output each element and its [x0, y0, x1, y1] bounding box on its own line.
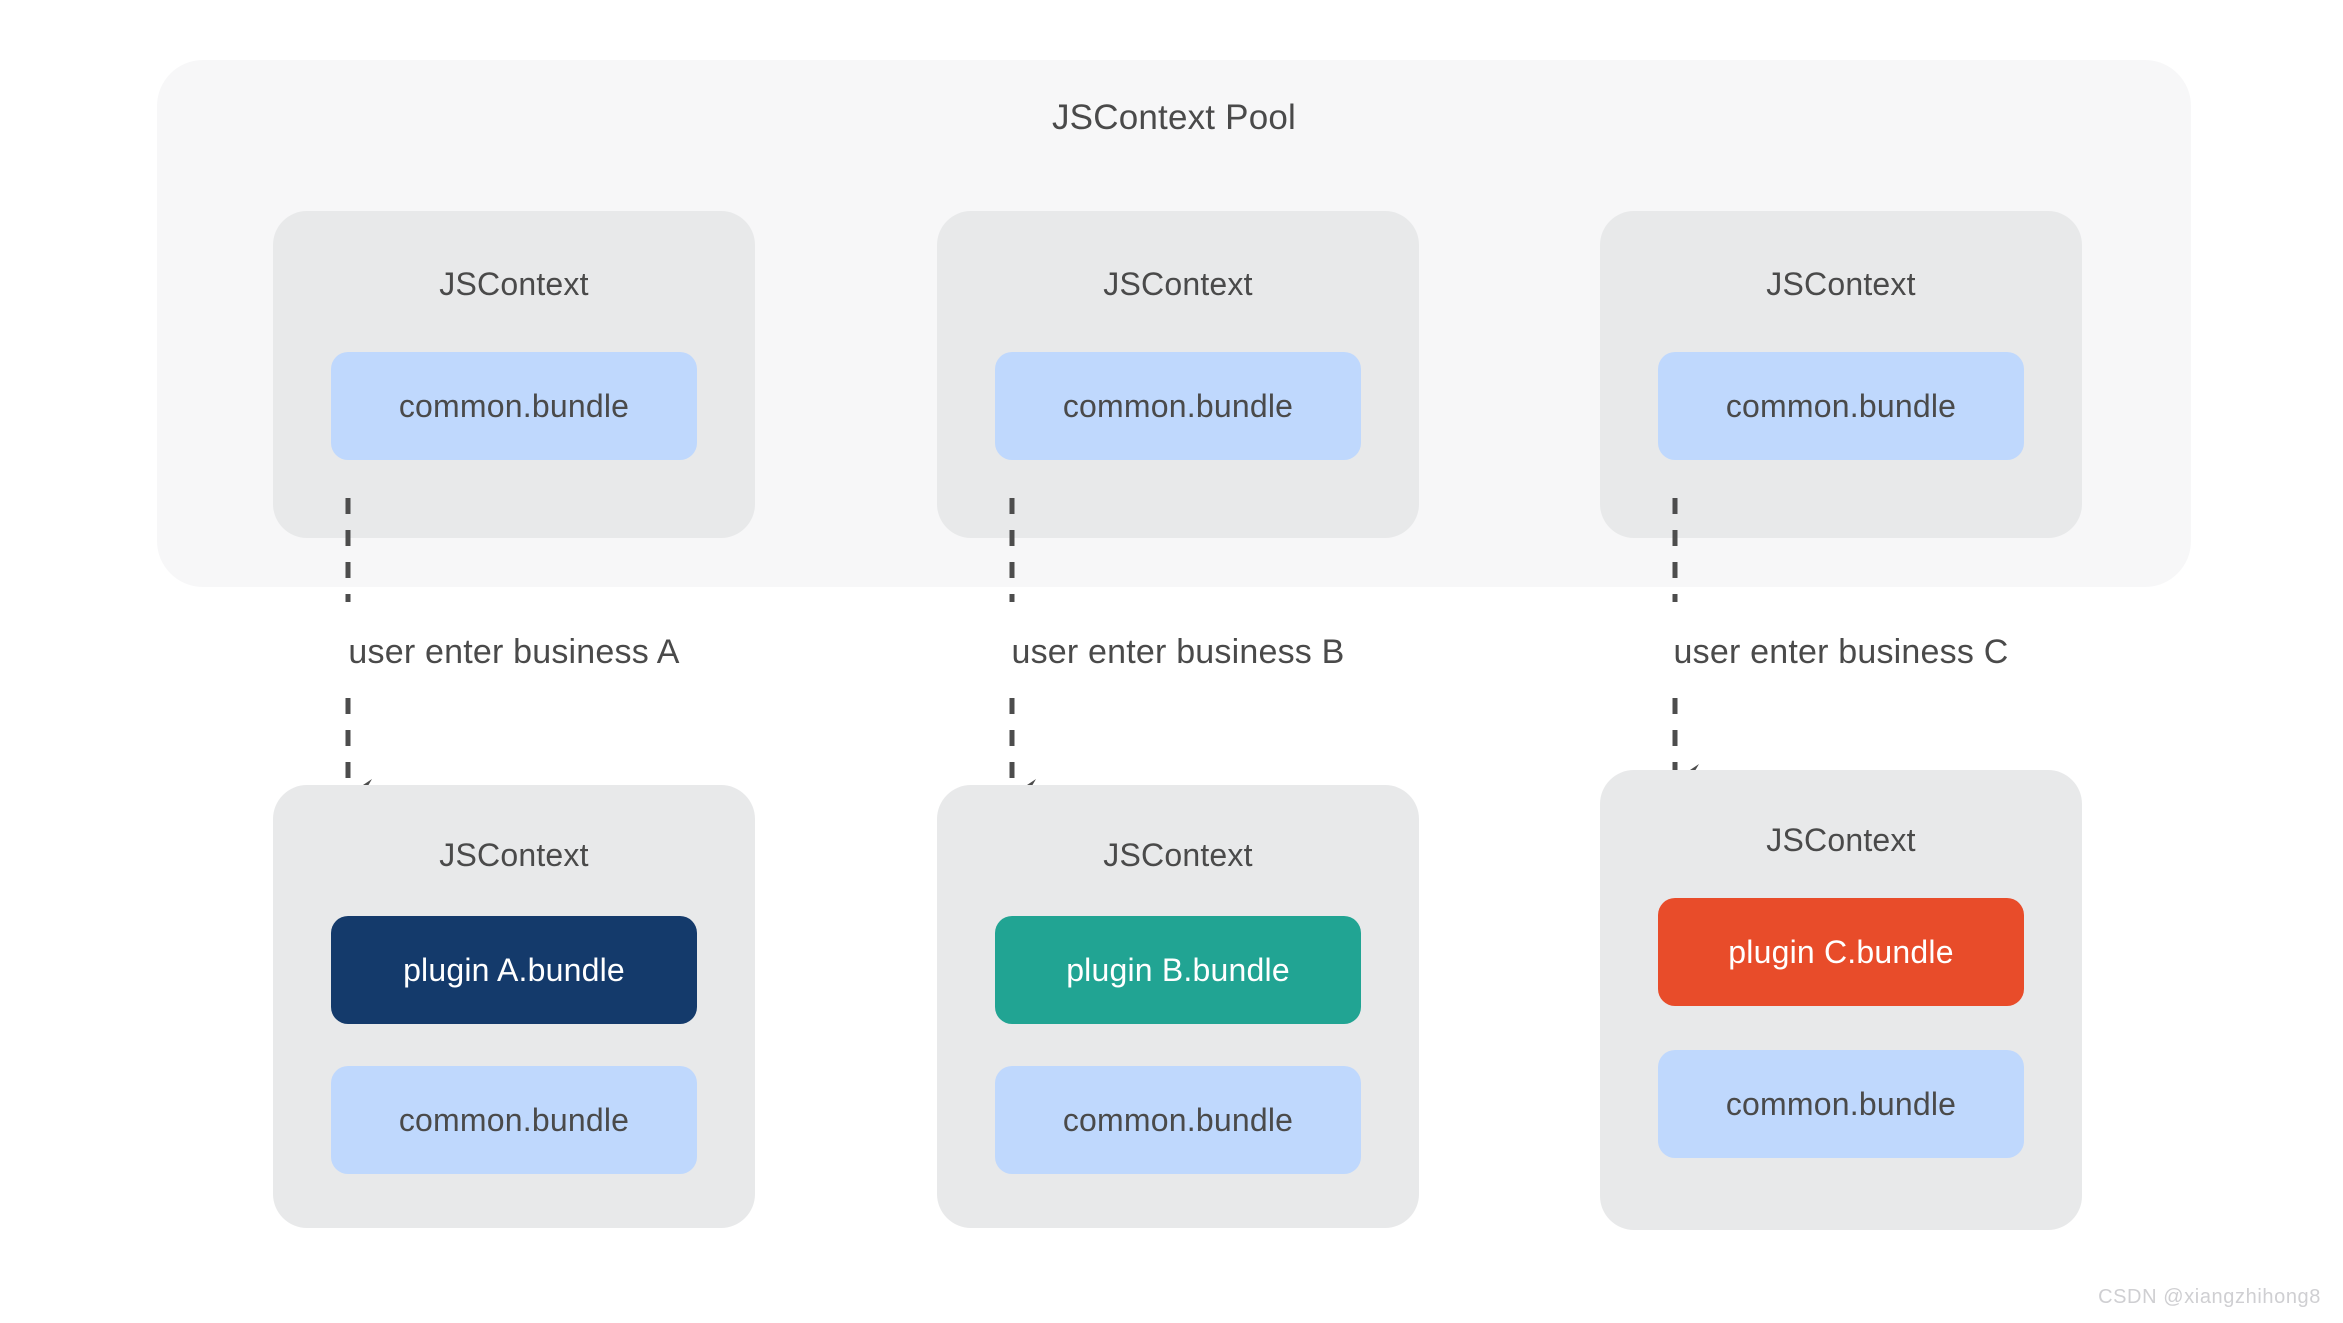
common-bundle-chip[interactable]: common.bundle [995, 1066, 1361, 1174]
pool-title: JSContext Pool [1051, 98, 1297, 137]
common-bundle-chip[interactable]: common.bundle [1658, 352, 2024, 460]
plugin-bundle-chip[interactable]: plugin B.bundle [995, 916, 1361, 1024]
loaded-jscontext-card-3[interactable]: JSContext plugin C.bundle common.bundle [1600, 770, 2082, 1230]
connector-label-2: user enter business B [1011, 633, 1345, 671]
watermark: CSDN @xiangzhihong8 [2098, 1286, 2321, 1308]
jscontext-label: JSContext [1103, 837, 1253, 873]
loaded-jscontext-card-1[interactable]: JSContext plugin A.bundle common.bundle [273, 785, 755, 1228]
loaded-jscontext-card-2[interactable]: JSContext plugin B.bundle common.bundle [937, 785, 1419, 1228]
connector-label-1: user enter business A [348, 633, 680, 671]
common-bundle-chip[interactable]: common.bundle [331, 1066, 697, 1174]
common-bundle-chip[interactable]: common.bundle [331, 352, 697, 460]
pooled-jscontext-card-1[interactable]: JSContext common.bundle [273, 211, 755, 538]
pooled-jscontext-card-3[interactable]: JSContext common.bundle [1600, 211, 2082, 538]
plugin-bundle-chip[interactable]: plugin C.bundle [1658, 898, 2024, 1006]
common-bundle-chip[interactable]: common.bundle [995, 352, 1361, 460]
pooled-jscontext-card-2[interactable]: JSContext common.bundle [937, 211, 1419, 538]
jscontext-label: JSContext [1766, 266, 1916, 302]
common-bundle-chip[interactable]: common.bundle [1658, 1050, 2024, 1158]
connector-label-3: user enter business C [1673, 633, 2009, 671]
jscontext-label: JSContext [439, 837, 589, 873]
jscontext-label: JSContext [1766, 822, 1916, 858]
jscontext-label: JSContext [1103, 266, 1253, 302]
plugin-bundle-chip[interactable]: plugin A.bundle [331, 916, 697, 1024]
jscontext-label: JSContext [439, 266, 589, 302]
